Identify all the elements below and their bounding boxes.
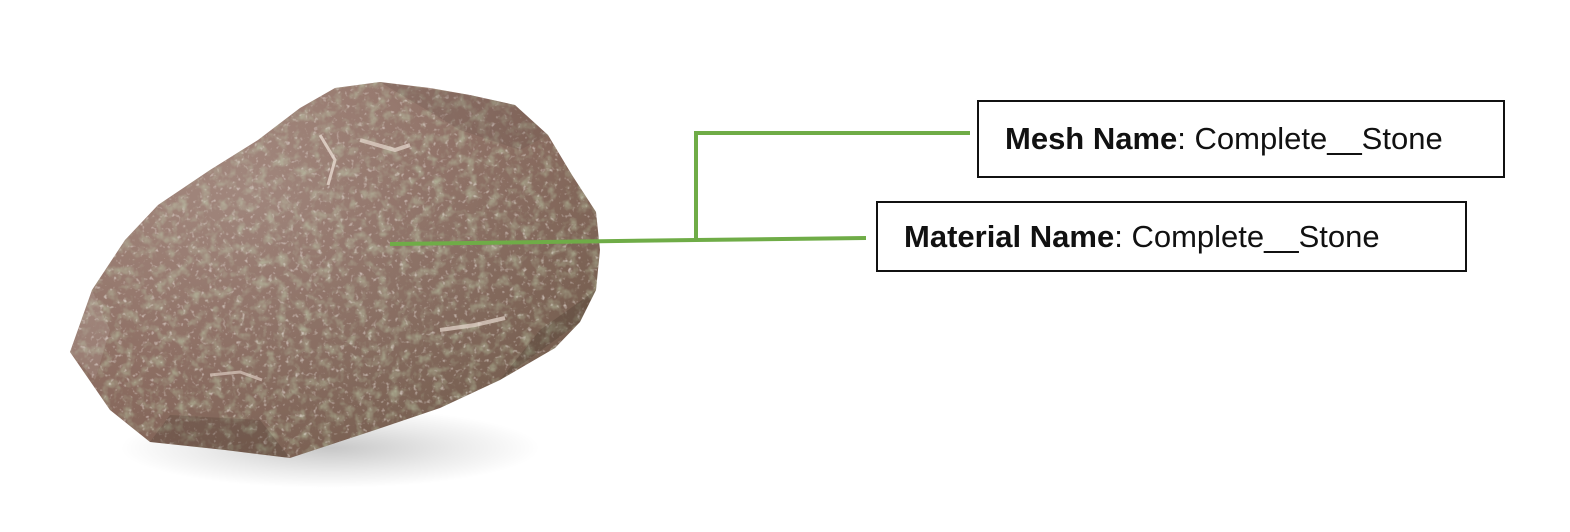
mesh-name-value: Complete__Stone (1194, 121, 1443, 156)
mesh-name-key: Mesh Name (1005, 121, 1178, 156)
stone-3d-model-icon (70, 82, 600, 458)
mesh-name-separator: : (1177, 121, 1195, 156)
material-name-key: Material Name (904, 218, 1115, 254)
mesh-name-callout: Mesh Name: Complete__Stone (977, 100, 1505, 178)
material-name-callout: Material Name: Complete__Stone (876, 201, 1467, 272)
mesh-leader-line (694, 131, 970, 240)
leader-lines (389, 131, 970, 246)
material-name-separator: : (1114, 218, 1132, 254)
material-name-value: Complete__Stone (1131, 218, 1380, 254)
